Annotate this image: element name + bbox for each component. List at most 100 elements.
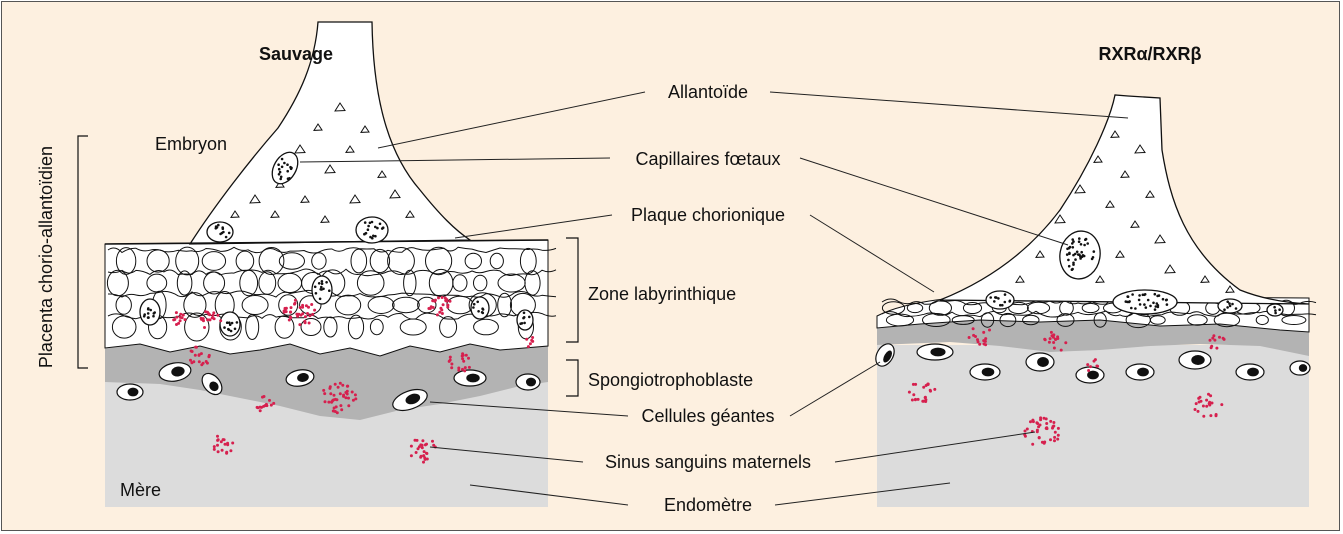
maternal-blood-cell xyxy=(283,311,286,314)
fetal-blood-cell xyxy=(1165,299,1168,302)
fetal-blood-cell xyxy=(1138,299,1141,302)
maternal-blood-cell xyxy=(446,306,449,309)
fetal-blood-cell xyxy=(523,322,526,325)
maternal-blood-cell xyxy=(1049,337,1052,340)
maternal-blood-cell xyxy=(340,408,343,411)
fetal-blood-cell xyxy=(528,316,531,319)
fetal-blood-cell xyxy=(281,158,284,161)
leader-capillaires-right xyxy=(800,158,1068,245)
fetal-blood-cell xyxy=(225,236,228,239)
maternal-blood-cell xyxy=(444,297,447,300)
maternal-blood-cell xyxy=(450,366,453,369)
maternal-blood-cell xyxy=(914,383,917,386)
fetal-blood-cell xyxy=(1076,251,1079,254)
maternal-blood-cell xyxy=(179,313,182,316)
maternal-blood-cell xyxy=(410,454,413,457)
fetal-blood-cell xyxy=(236,321,239,324)
maternal-blood-cell xyxy=(921,400,924,403)
fetal-blood-cell xyxy=(279,178,282,181)
wildtype-placenta xyxy=(105,22,556,507)
fetal-blood-cell xyxy=(1152,302,1155,305)
maternal-blood-cell xyxy=(1026,428,1029,431)
fetal-blood-cell xyxy=(221,232,224,235)
maternal-blood-cell xyxy=(1060,349,1063,352)
maternal-blood-cell xyxy=(1223,338,1226,341)
fetal-blood-cell xyxy=(228,232,231,235)
maternal-blood-cell xyxy=(1205,405,1208,408)
maternal-blood-cell xyxy=(1050,331,1053,334)
fetal-blood-cell xyxy=(217,224,220,227)
fetal-blood-cell xyxy=(1004,293,1007,296)
maternal-blood-cell xyxy=(224,443,227,446)
fetal-blood-cell xyxy=(322,288,325,291)
maternal-blood-cell xyxy=(284,308,287,311)
fetal-blood-cell xyxy=(1130,307,1133,310)
fetal-blood-cell xyxy=(318,282,321,285)
label-labyrinthe: Zone labyrinthique xyxy=(588,284,736,304)
fetal-blood-cell xyxy=(277,163,280,166)
fetal-blood-cell xyxy=(1068,265,1071,268)
maternal-blood-cell xyxy=(175,323,178,326)
maternal-blood-cell xyxy=(1053,347,1056,350)
maternal-blood-cell xyxy=(222,438,225,441)
maternal-blood-cell xyxy=(982,331,985,334)
maternal-blood-cell xyxy=(339,382,342,385)
maternal-blood-cell xyxy=(417,447,420,450)
maternal-blood-cell xyxy=(346,393,349,396)
maternal-blood-cell xyxy=(229,449,232,452)
maternal-blood-cell xyxy=(1089,365,1092,368)
maternal-blood-cell xyxy=(1052,421,1055,424)
maternal-blood-cell xyxy=(1087,369,1090,372)
fetal-blood-cell xyxy=(290,168,293,171)
label-allantoide: Allantoïde xyxy=(668,82,748,102)
fetal-blood-cell xyxy=(994,296,997,299)
maternal-blood-cell xyxy=(221,449,224,452)
maternal-blood-cell xyxy=(1053,436,1056,439)
maternal-blood-cell xyxy=(1213,339,1216,342)
maternal-blood-cell xyxy=(308,314,311,317)
fetal-blood-cell xyxy=(369,236,372,239)
maternal-blood-cell xyxy=(216,444,219,447)
fetal-blood-cell xyxy=(364,221,367,224)
maternal-blood-cell xyxy=(421,439,424,442)
maternal-blood-cell xyxy=(984,340,987,343)
maternal-blood-cell xyxy=(425,443,428,446)
maternal-blood-cell xyxy=(1197,410,1200,413)
fetal-blood-cell xyxy=(223,326,226,329)
maternal-blood-cell xyxy=(424,458,427,461)
maternal-blood-cell xyxy=(1095,365,1098,368)
fetal-blood-cell xyxy=(149,309,152,312)
maternal-blood-cell xyxy=(929,390,932,393)
maternal-blood-cell xyxy=(530,339,533,342)
fetal-blood-cell xyxy=(147,307,150,310)
fetal-blood-cell xyxy=(519,322,522,325)
fetal-blood-cell xyxy=(477,310,480,313)
maternal-blood-cell xyxy=(208,313,211,316)
maternal-blood-cell xyxy=(1052,333,1055,336)
fetal-blood-cell xyxy=(1128,301,1131,304)
maternal-blood-cell xyxy=(231,442,234,445)
maternal-blood-cell xyxy=(289,311,292,314)
maternal-blood-cell xyxy=(529,342,532,345)
maternal-blood-cell xyxy=(1195,402,1198,405)
maternal-blood-cell xyxy=(304,321,307,324)
placenta-bracket xyxy=(78,136,88,368)
maternal-blood-cell xyxy=(974,335,977,338)
maternal-blood-cell xyxy=(908,391,911,394)
fetal-blood-cell xyxy=(1273,306,1276,309)
maternal-blood-cell xyxy=(410,445,413,448)
fetal-blood-cell xyxy=(1131,293,1134,296)
fetal-blood-cell xyxy=(1154,293,1157,296)
maternal-blood-cell xyxy=(310,303,313,306)
fetal-blood-cell xyxy=(320,286,323,289)
side-label: Placenta chorio-allantoïdien xyxy=(36,146,56,368)
maternal-blood-cell xyxy=(213,448,216,451)
maternal-blood-cell xyxy=(198,354,201,357)
maternal-blood-cell xyxy=(346,385,349,388)
maternal-blood-cell xyxy=(416,439,419,442)
maternal-blood-cell xyxy=(225,451,228,454)
maternal-blood-cell xyxy=(1215,347,1218,350)
fetal-blood-cell xyxy=(216,226,219,229)
maternal-blood-cell xyxy=(298,323,301,326)
leader-allantoide-left xyxy=(378,92,645,148)
